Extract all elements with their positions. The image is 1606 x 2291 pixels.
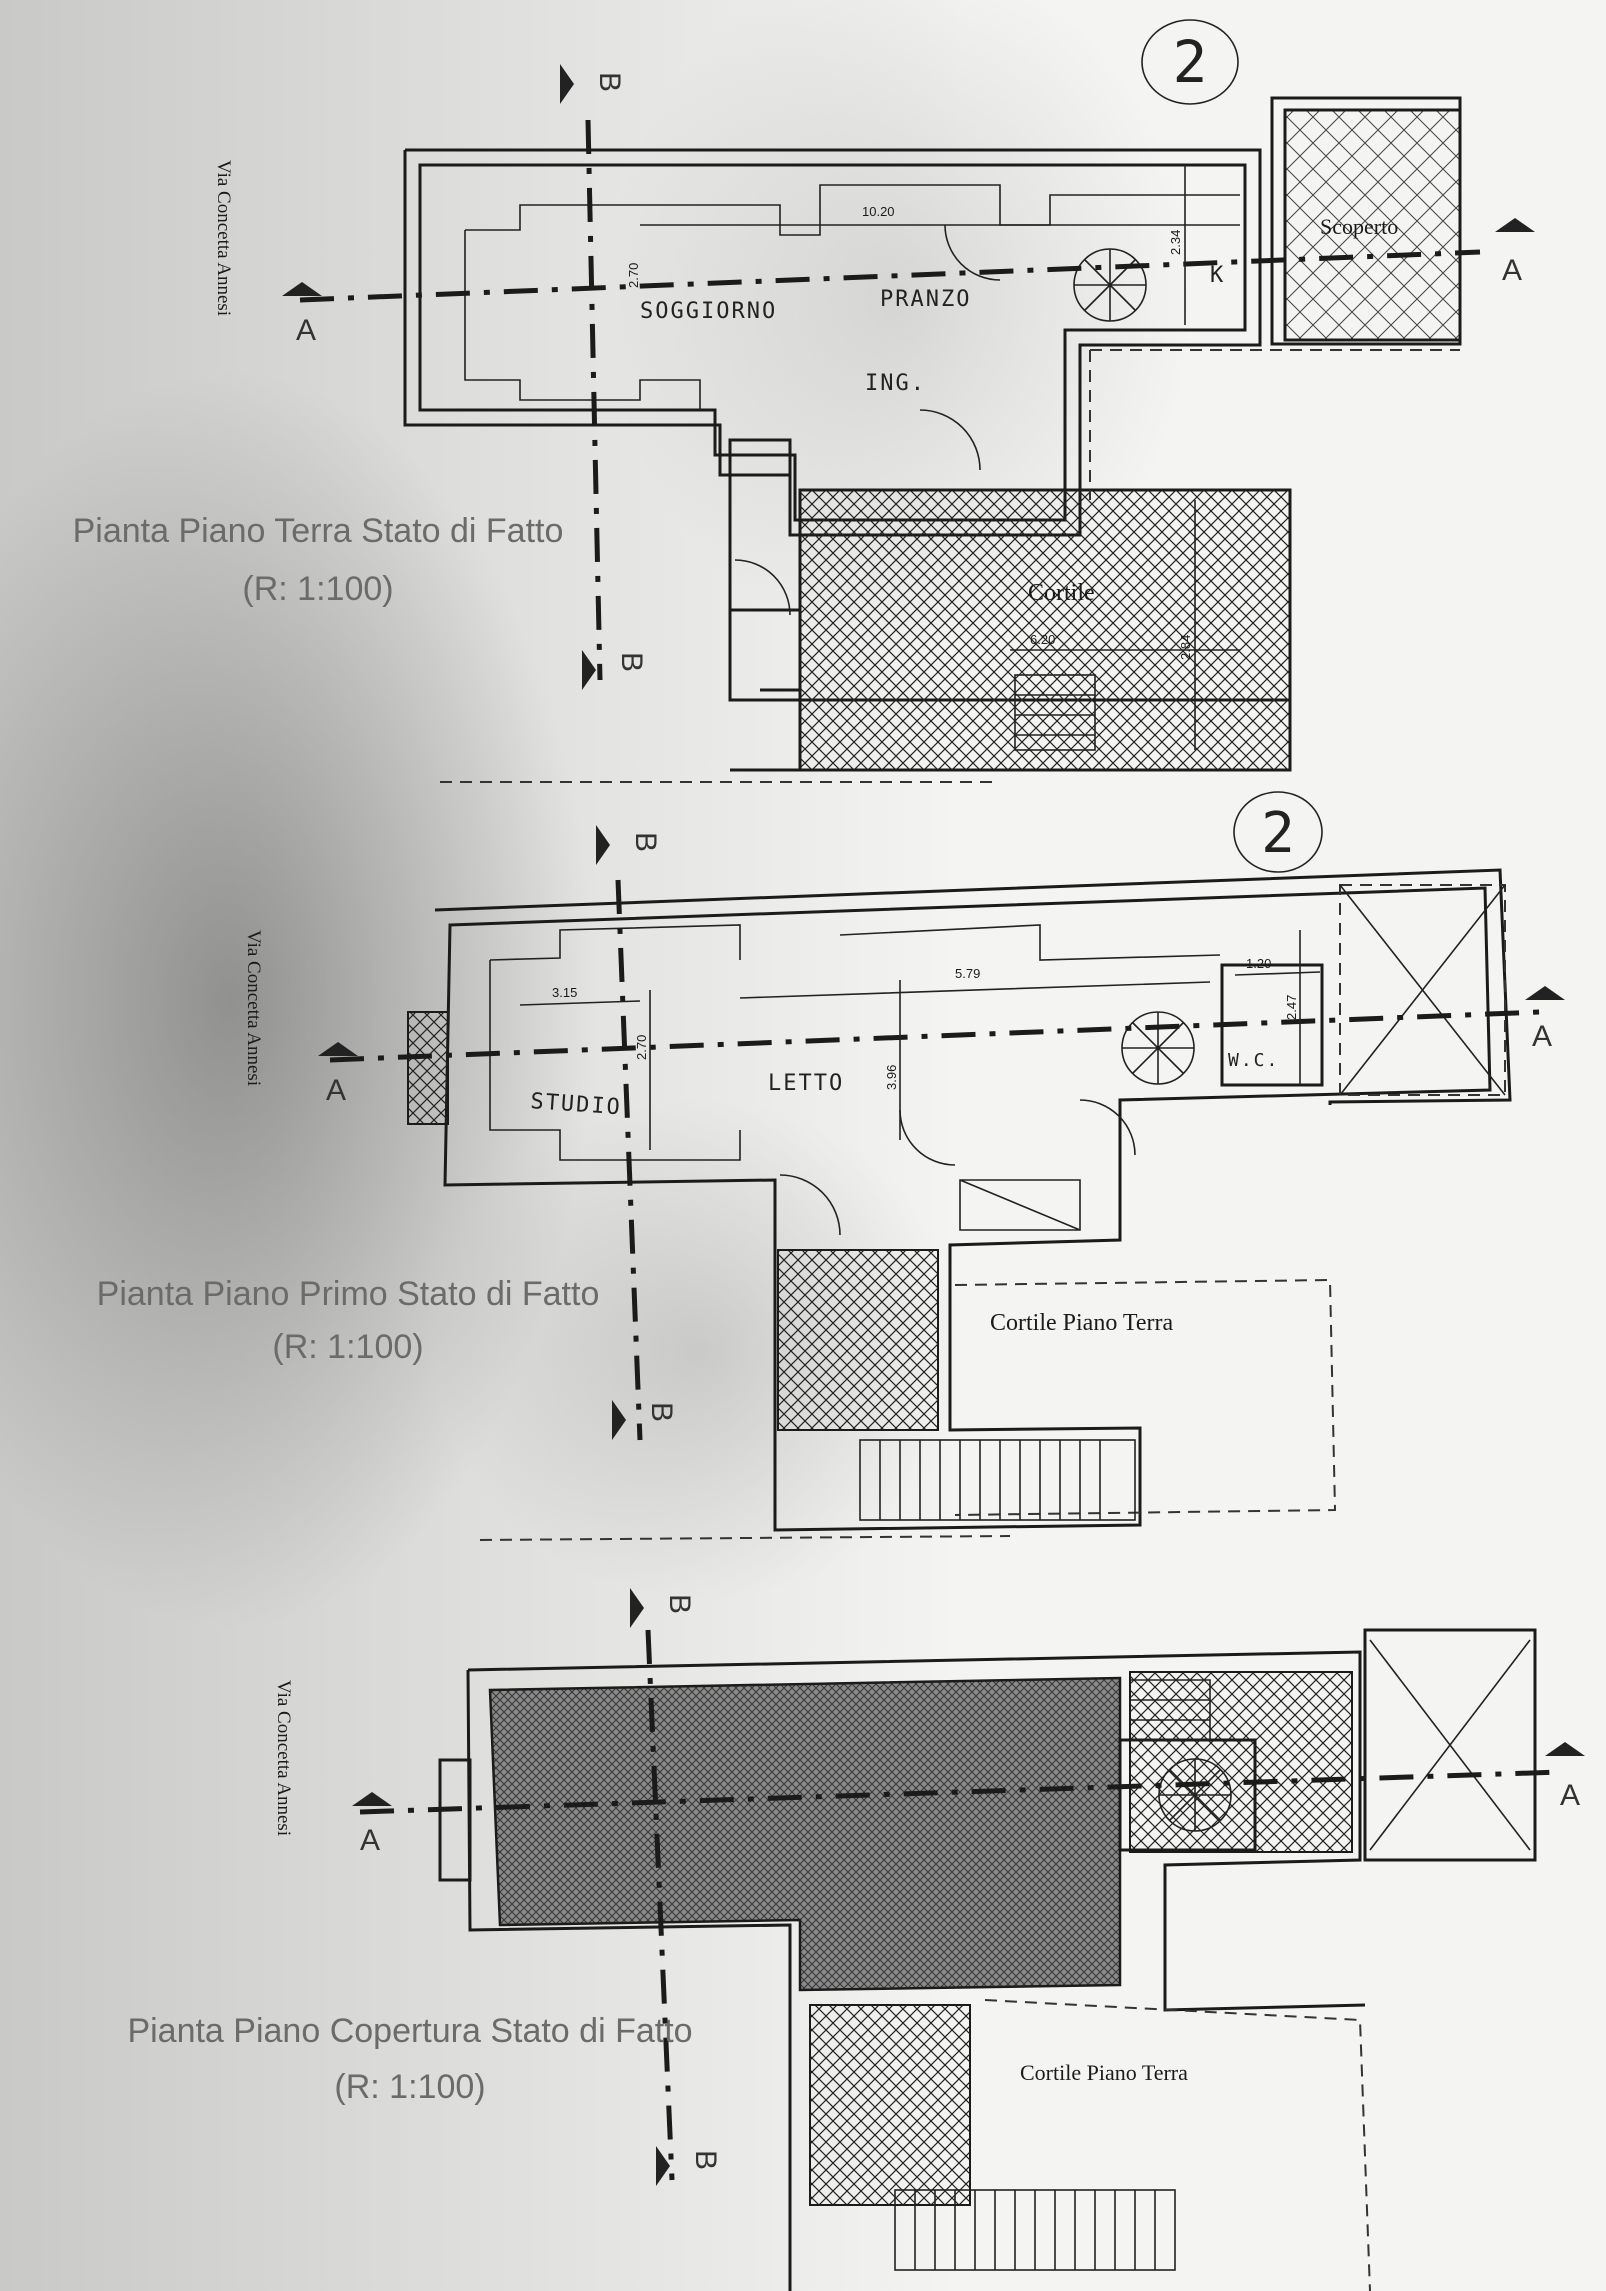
room-cortile-pt-2: Cortile Piano Terra bbox=[1020, 2060, 1188, 2085]
first-floor-plan: Via Concetta Annesi bbox=[243, 868, 1541, 1532]
dim-ground-living-width: 2.70 bbox=[626, 263, 641, 288]
dim-wc-width: 2.47 bbox=[1284, 995, 1299, 1020]
svg-text:B: B bbox=[645, 1402, 678, 1422]
street-label-1: Via Concetta Annesi bbox=[213, 160, 234, 316]
svg-text:A: A bbox=[360, 1824, 380, 1857]
svg-text:A: A bbox=[296, 314, 316, 347]
room-cortile-pt-1: Cortile Piano Terra bbox=[990, 1310, 1174, 1336]
svg-text:B: B bbox=[615, 652, 648, 672]
svg-text:A: A bbox=[1502, 254, 1522, 287]
room-kitchen: K bbox=[1210, 263, 1225, 288]
dim-ground-width: 2.34 bbox=[1168, 230, 1183, 255]
street-label-2: Via Concetta Annesi bbox=[243, 930, 264, 1086]
section-marker-a-left-3: A bbox=[352, 1792, 392, 1857]
svg-text:A: A bbox=[1560, 1779, 1580, 1812]
dim-wc-length: 1.20 bbox=[1246, 956, 1271, 971]
svg-text:A: A bbox=[1532, 1020, 1552, 1053]
room-pranzo: PRANZO bbox=[880, 287, 971, 312]
section-marker-a-right-2: A bbox=[1525, 986, 1565, 1053]
first-floor-title-block: Pianta Piano Primo Stato di Fatto (R: 1:… bbox=[97, 1275, 600, 1366]
roof-floor-plan: Via Concetta Annesi bbox=[273, 1628, 1561, 2291]
dim-letto-length: 5.79 bbox=[955, 966, 980, 981]
sheet-number-mid: 2 bbox=[1233, 791, 1323, 873]
roof-floor-title-block: Pianta Piano Copertura Stato di Fatto (R… bbox=[127, 2012, 692, 2106]
section-marker-b-bottom-3: B bbox=[656, 2146, 722, 2186]
svg-text:B: B bbox=[629, 832, 662, 852]
room-studio: STUDIO bbox=[530, 1089, 623, 1120]
dim-studio-width: 2.70 bbox=[634, 1035, 649, 1060]
svg-text:B: B bbox=[593, 72, 626, 92]
room-ingresso: ING. bbox=[865, 371, 926, 396]
section-marker-b-top-3: B bbox=[630, 1588, 696, 1628]
street-label-3: Via Concetta Annesi bbox=[273, 1680, 294, 1836]
sheet-number-text-2: 2 bbox=[1261, 801, 1295, 866]
dim-cortile-width: 2.84 bbox=[1178, 635, 1193, 660]
room-wc: W.C. bbox=[1228, 1050, 1279, 1071]
first-floor-scale: (R: 1:100) bbox=[272, 1328, 423, 1366]
room-letto: LETTO bbox=[768, 1071, 844, 1096]
svg-text:B: B bbox=[663, 1594, 696, 1614]
section-marker-b-bottom-2: B bbox=[612, 1400, 678, 1440]
room-soggiorno: SOGGIORNO bbox=[640, 299, 777, 324]
section-marker-a-right-3: A bbox=[1545, 1742, 1585, 1812]
dim-cortile-length: 6.20 bbox=[1030, 632, 1055, 647]
ground-floor-scale: (R: 1:100) bbox=[242, 570, 393, 608]
section-marker-b-bottom-1: B bbox=[582, 650, 648, 690]
room-scoperto: Scoperto bbox=[1320, 214, 1398, 239]
ground-floor-title-block: Pianta Piano Terra Stato di Fatto (R: 1:… bbox=[73, 512, 564, 608]
first-floor-title: Pianta Piano Primo Stato di Fatto bbox=[97, 1275, 600, 1313]
dim-letto-width: 3.96 bbox=[884, 1065, 899, 1090]
section-marker-a-left-1: A bbox=[282, 282, 322, 347]
ground-floor-plan: Via Concetta Annesi bbox=[213, 96, 1481, 772]
sheet-number-text-1: 2 bbox=[1173, 28, 1208, 96]
roof-floor-title: Pianta Piano Copertura Stato di Fatto bbox=[127, 2012, 692, 2050]
roof-floor-scale: (R: 1:100) bbox=[334, 2068, 485, 2106]
sheet-divider-2 bbox=[479, 1535, 1011, 1541]
section-marker-b-top-1: B bbox=[560, 64, 626, 104]
ground-floor-title: Pianta Piano Terra Stato di Fatto bbox=[73, 512, 564, 550]
svg-text:A: A bbox=[326, 1074, 346, 1107]
sheet-number-top: 2 bbox=[1141, 19, 1239, 105]
svg-text:B: B bbox=[689, 2150, 722, 2170]
section-marker-a-left-2: A bbox=[318, 1042, 358, 1107]
room-cortile: Cortile bbox=[1028, 580, 1095, 606]
dim-ground-length: 10.20 bbox=[862, 204, 895, 219]
dim-studio-length: 3.15 bbox=[552, 985, 577, 1000]
section-marker-b-top-2: B bbox=[596, 825, 662, 865]
section-marker-a-right-1: A bbox=[1495, 218, 1535, 287]
